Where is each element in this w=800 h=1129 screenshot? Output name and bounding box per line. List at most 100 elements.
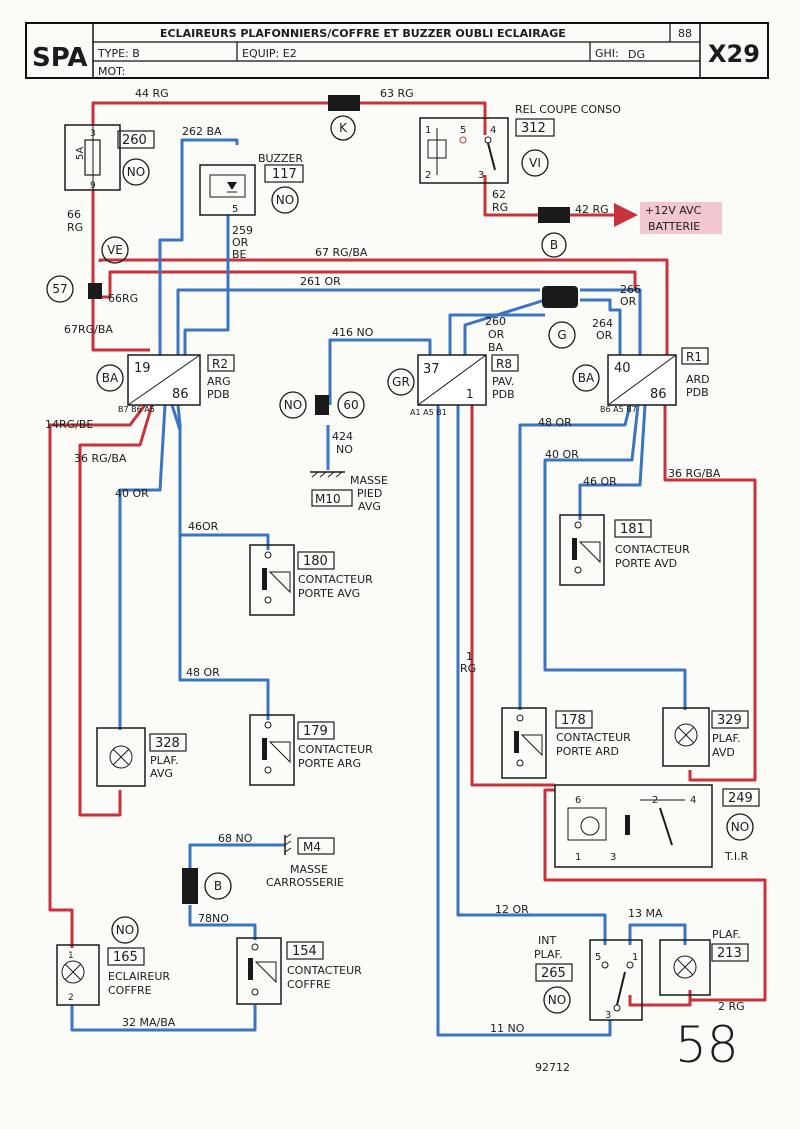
svg-text:NO: NO [116,923,134,937]
svg-text:OR: OR [488,328,505,341]
svg-text:1: 1 [466,650,473,663]
svg-text:260: 260 [122,133,147,148]
svg-text:MASSE: MASSE [350,474,388,487]
connector-ve [101,236,129,264]
svg-text:PORTE ARD: PORTE ARD [556,745,619,758]
svg-text:NO: NO [336,443,353,456]
svg-text:AVG: AVG [150,767,173,780]
svg-text:3: 3 [90,129,96,139]
svg-text:PORTE AVD: PORTE AVD [615,557,677,570]
svg-text:40 OR: 40 OR [115,487,149,500]
lamp-329: 329 PLAF. AVD [662,707,749,767]
svg-text:G: G [557,328,566,342]
buzzer-117: 5 BUZZER 117 [199,152,304,216]
svg-text:86: 86 [650,387,667,402]
svg-text:AVD: AVD [712,746,735,759]
svg-text:CARROSSERIE: CARROSSERIE [266,876,344,889]
svg-text:OR: OR [620,295,637,308]
page-number: 58 [675,1016,739,1074]
ghi-label: GHI: [595,47,619,60]
svg-text:44 RG: 44 RG [135,87,169,100]
doc-number: 92712 [535,1061,570,1074]
connector-k [330,115,356,141]
title-block: SPA ECLAIREURS PLAFONNIERS/COFFRE ET BUZ… [25,22,769,79]
trunk-light-165: 1 2 165 ECLAIREUR COFFRE [56,944,170,1006]
svg-text:CONTACTEUR: CONTACTEUR [287,964,362,977]
tir-249: 6 2 4 1 3 249 T.I.R [554,784,760,868]
svg-text:249: 249 [728,791,753,806]
svg-text:11 NO: 11 NO [490,1022,525,1035]
svg-text:4: 4 [690,795,696,806]
svg-text:2: 2 [652,795,658,806]
svg-text:K: K [339,121,348,135]
svg-text:BA: BA [488,341,504,354]
connector-b2 [204,872,232,900]
wire-labels: 44 RG 63 RG 62 RG 42 RG 262 BA 66 RG 259… [45,87,745,1035]
svg-text:R8: R8 [496,357,512,371]
svg-text:40: 40 [614,361,631,376]
svg-text:1: 1 [632,952,638,963]
junction-r2: 19 86 B7 B6 A5 R2 ARG PDB [118,354,235,414]
svg-text:PLAF.: PLAF. [150,754,179,767]
svg-text:3: 3 [605,1010,611,1021]
svg-text:4: 4 [490,125,496,136]
svg-text:3: 3 [610,852,616,863]
svg-text:RG: RG [460,662,476,675]
svg-text:COFFRE: COFFRE [287,978,331,991]
svg-text:PLAF.: PLAF. [712,732,741,745]
svg-text:416 NO: 416 NO [332,326,374,339]
inline-connectors [88,95,578,904]
type-label: TYPE: B [97,47,140,60]
svg-text:GR: GR [392,375,410,389]
connector-g [548,321,576,349]
diagram-title: ECLAIREURS PLAFONNIERS/COFFRE ET BUZZER … [160,27,566,40]
svg-text:14RG/BE: 14RG/BE [45,418,93,431]
svg-text:262 BA: 262 BA [182,125,222,138]
svg-text:67RG/BA: 67RG/BA [64,323,113,336]
svg-text:BA: BA [578,371,595,385]
svg-text:13 MA: 13 MA [628,907,663,920]
svg-text:60: 60 [343,398,358,412]
svg-text:ARG: ARG [207,375,231,388]
svg-text:PIED: PIED [357,487,382,500]
svg-text:67 RG/BA: 67 RG/BA [315,246,368,259]
svg-text:9: 9 [90,181,96,191]
switch-154: 154 CONTACTEUR COFFRE [236,937,362,1005]
svg-text:6: 6 [575,795,581,806]
svg-text:3: 3 [478,170,484,181]
relay-312: 1 5 4 2 3 REL COUPE CONSO 312 [419,103,621,184]
svg-text:5A: 5A [75,147,86,160]
svg-text:NO: NO [276,193,294,207]
svg-text:R1: R1 [686,350,702,364]
svg-text:T.I.R: T.I.R [724,850,749,863]
svg-text:CONTACTEUR: CONTACTEUR [298,743,373,756]
fuse-260: 5A 3 9 260 [64,124,155,191]
svg-text:NO: NO [548,993,566,1007]
svg-text:CONTACTEUR: CONTACTEUR [615,543,690,556]
svg-text:329: 329 [717,713,742,728]
svg-text:NO: NO [731,820,749,834]
svg-text:46 OR: 46 OR [583,475,617,488]
svg-text:68 NO: 68 NO [218,832,253,845]
svg-text:62: 62 [492,188,506,201]
connector-60 [337,391,365,419]
svg-text:INT: INT [538,934,556,947]
svg-text:178: 178 [561,713,586,728]
svg-text:B7 B6 A5: B7 B6 A5 [118,405,155,414]
svg-text:259: 259 [232,224,253,237]
junction-r8: 37 1 A1 A5 B1 R8 PAV. PDB [410,354,519,417]
svg-text:A1 A5 B1: A1 A5 B1 [410,408,447,417]
svg-text:B: B [214,879,222,893]
svg-text:BUZZER: BUZZER [258,152,303,165]
switch-178: 178 CONTACTEUR PORTE ARD [501,707,631,779]
svg-text:181: 181 [620,522,645,537]
svg-text:1: 1 [575,852,581,863]
svg-text:40 OR: 40 OR [545,448,579,461]
switch-181: 181 CONTACTEUR PORTE AVD [559,514,690,586]
svg-text:1: 1 [466,387,474,401]
svg-text:66: 66 [67,208,81,221]
svg-text:PDB: PDB [492,388,515,401]
svg-text:R2: R2 [212,357,228,371]
brand-logo: SPA [32,43,88,73]
svg-text:OR: OR [596,329,613,342]
